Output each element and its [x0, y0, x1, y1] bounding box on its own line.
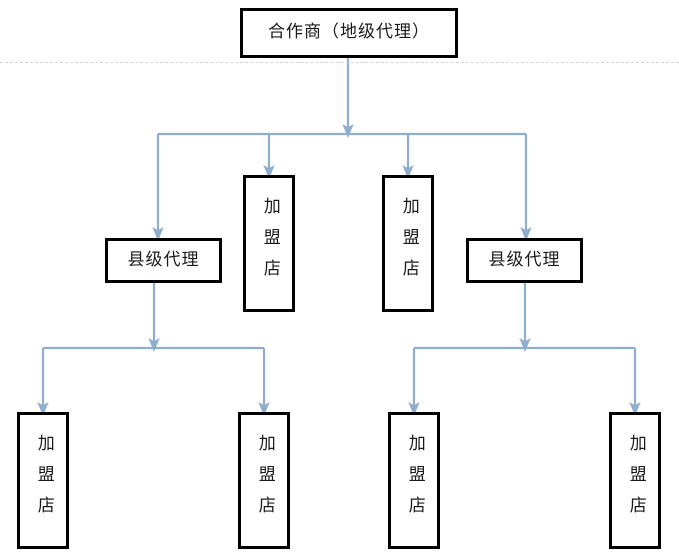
node-franchise-store-mid-left[interactable]: 加盟店 — [243, 175, 295, 312]
horizontal-dashed-divider — [0, 62, 679, 63]
node-franchise-store-b4-label: 加盟店 — [625, 434, 646, 527]
node-county-agent-right[interactable]: 县级代理 — [466, 238, 583, 283]
node-franchise-store-b1[interactable]: 加盟店 — [17, 412, 69, 549]
node-franchise-store-b3-label: 加盟店 — [404, 434, 425, 527]
node-franchise-store-b2[interactable]: 加盟店 — [238, 412, 290, 549]
node-county-agent-right-label: 县级代理 — [488, 249, 561, 270]
node-franchise-store-b4[interactable]: 加盟店 — [609, 412, 661, 549]
node-franchise-store-mid-right-label: 加盟店 — [398, 197, 419, 290]
node-county-agent-left-label: 县级代理 — [127, 249, 200, 270]
node-county-agent-left[interactable]: 县级代理 — [105, 238, 222, 283]
node-franchise-store-b2-label: 加盟店 — [254, 434, 275, 527]
node-franchise-store-mid-left-label: 加盟店 — [259, 197, 280, 290]
node-root-partner[interactable]: 合作商（地级代理） — [240, 8, 458, 58]
node-franchise-store-b1-label: 加盟店 — [33, 434, 54, 527]
node-franchise-store-b3[interactable]: 加盟店 — [388, 412, 440, 549]
node-franchise-store-mid-right[interactable]: 加盟店 — [382, 175, 434, 312]
node-root-partner-label: 合作商（地级代理） — [268, 22, 430, 43]
